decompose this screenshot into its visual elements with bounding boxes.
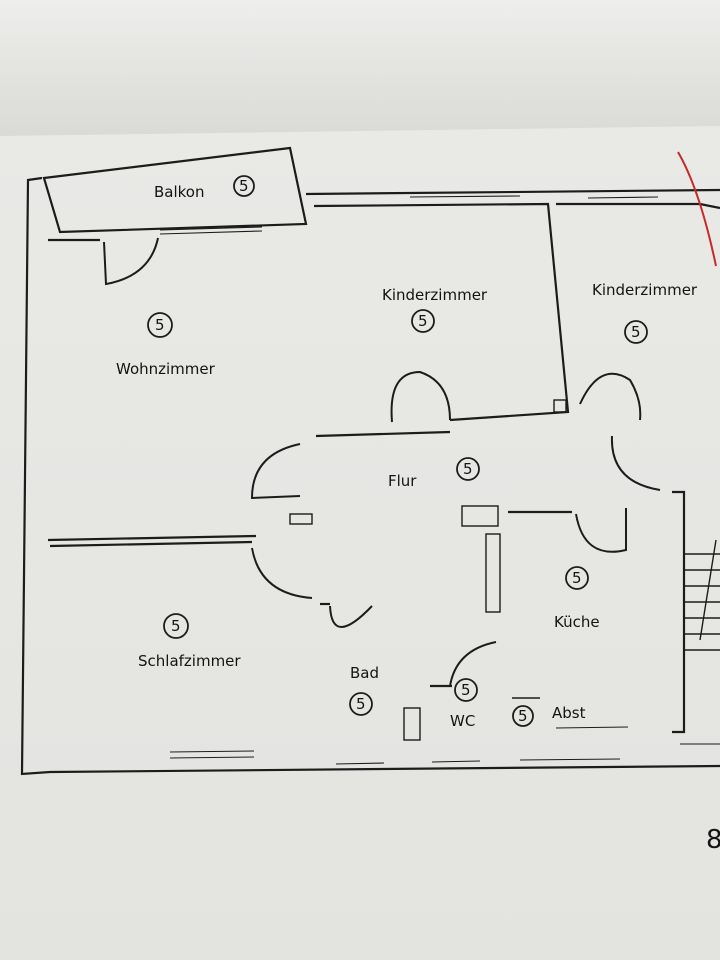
badge-bad: 5 [356, 695, 366, 713]
outer-wall-left [20, 176, 51, 776]
wall-kinderzimmer-1 [313, 202, 570, 422]
door-arc-wohnzimmer-flur [250, 443, 301, 500]
label-flur: Flur [388, 472, 417, 490]
page-number: 8 [706, 825, 720, 855]
label-kinderzimmer-1: Kinderzimmer [382, 286, 488, 304]
label-balkon: Balkon [154, 183, 205, 201]
door-arc-kueche-flur [575, 508, 627, 553]
balcony-window [159, 226, 263, 231]
badge-flur: 5 [463, 460, 473, 478]
badge-wohnzimmer: 5 [155, 316, 165, 334]
top-window-2 [587, 196, 659, 199]
door-arc-schlafzimmer [251, 547, 313, 599]
balcony-outline [42, 146, 308, 234]
door-arc-kinderzimmer-2 [579, 372, 642, 421]
paper-sheet [0, 126, 720, 960]
badge-wc: 5 [461, 681, 471, 699]
badge-schlafzimmer: 5 [171, 617, 181, 635]
stair-treads [684, 539, 720, 651]
door-arc-kueche [610, 435, 661, 491]
label-schlafzimmer: Schlafzimmer [138, 652, 241, 670]
label-wohnzimmer: Wohnzimmer [116, 360, 216, 378]
wall-flur [315, 430, 451, 438]
badge-kinderzimmer-1: 5 [418, 312, 428, 330]
wall-stair [672, 490, 686, 734]
door-arc-wc [449, 641, 497, 687]
red-pen-mark [677, 151, 717, 267]
outer-wall-top [305, 188, 720, 196]
badge-kinderzimmer-2: 5 [631, 323, 641, 341]
door-arc-wohnzimmer [103, 237, 159, 286]
label-wc: WC [450, 712, 475, 730]
floor-plan-drawing [20, 146, 720, 776]
badge-balkon: 5 [239, 177, 249, 195]
window-schlafzimmer [169, 750, 255, 753]
door-arc-bad [329, 605, 373, 628]
label-bad: Bad [350, 664, 379, 682]
outer-wall-bottom [49, 764, 720, 774]
label-kinderzimmer-2: Kinderzimmer [592, 281, 698, 299]
top-window-1 [409, 195, 521, 198]
badge-abst: 5 [518, 707, 528, 725]
wall-schlafzimmer [49, 540, 253, 548]
badge-kueche: 5 [572, 569, 582, 587]
background-wall [0, 0, 720, 140]
door-arc-kinderzimmer-1 [390, 370, 451, 423]
label-kueche: Küche [554, 613, 600, 631]
label-abst: Abst [552, 704, 586, 722]
